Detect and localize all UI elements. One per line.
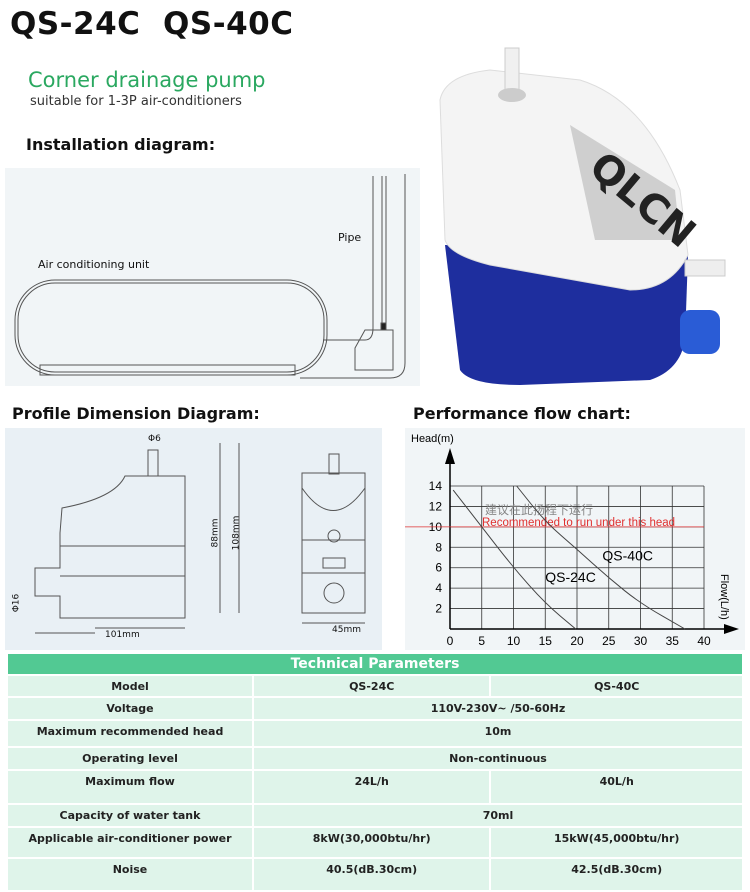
x-tick-label: 0 (447, 634, 454, 648)
y-tick-label: 14 (429, 479, 443, 493)
height-88-label: 88mm (210, 518, 221, 548)
cell-b: 40L/h (489, 771, 742, 803)
cell-label: Applicable air-conditioner power (8, 828, 252, 857)
cell-b: QS-40C (489, 676, 742, 696)
x-tick-label: 35 (666, 634, 680, 648)
cell-label: Voltage (8, 698, 252, 719)
cell-v: 70ml (252, 805, 742, 826)
pipe-label: Pipe (338, 231, 362, 244)
width-101-label: 101mm (105, 630, 140, 640)
width-45-label: 45mm (332, 625, 361, 635)
performance-heading: Performance flow chart: (413, 404, 631, 423)
product-subtitle: Corner drainage pump (28, 68, 266, 92)
cell-b: 15kW(45,000btu/hr) (489, 828, 742, 857)
y-tick-label: 4 (435, 581, 442, 595)
cell-label: Maximum flow (8, 771, 252, 803)
y-axis-arrow (445, 448, 455, 464)
cell-label: Maximum recommended head (8, 721, 252, 746)
y-tick-label: 6 (435, 561, 442, 575)
unit-label: Air conditioning unit (38, 258, 150, 271)
cell-a: 40.5(dB.30cm) (252, 859, 490, 890)
product-photo: QLCN (430, 40, 750, 390)
x-tick-label: 40 (697, 634, 711, 648)
page-title: QS-24C QS-40C (10, 6, 294, 42)
y-tick-label: 12 (429, 499, 443, 513)
x-tick-label: 20 (570, 634, 584, 648)
cell-a: 24L/h (252, 771, 490, 803)
x-tick-label: 15 (539, 634, 553, 648)
reference-label-cn: 建议在此扬程下运行 (485, 502, 593, 517)
x-axis-arrow (724, 624, 739, 634)
cell-a: QS-24C (252, 676, 490, 696)
phi6-label: Φ6 (148, 434, 161, 444)
cell-v: 10m (252, 721, 742, 746)
height-108-label: 108mm (231, 515, 242, 551)
phi16-label: Φ16 (11, 593, 22, 613)
y-tick-label: 8 (435, 540, 442, 554)
y-tick-label: 2 (435, 602, 442, 616)
profile-diagram: Φ6 Φ16 88mm 108mm 101mm 45mm (5, 428, 382, 650)
reference-label-en: Recommended to run under this head (482, 517, 675, 529)
table-title: Technical Parameters (8, 654, 742, 674)
cell-label: Noise (8, 859, 252, 890)
cell-v: 110V-230V~ /50-60Hz (252, 698, 742, 719)
x-tick-label: 10 (507, 634, 521, 648)
x-axis-label: Flow(L/h) (718, 574, 730, 620)
y-axis-label: Head(m) (411, 433, 454, 445)
series-line-qs-40c (516, 485, 686, 630)
series-line-qs-24c (452, 489, 577, 630)
installation-diagram: Pipe Air conditioning unit (5, 168, 420, 386)
cell-label: Model (8, 676, 252, 696)
profile-heading: Profile Dimension Diagram: (12, 404, 260, 423)
product-tagline: suitable for 1-3P air-conditioners (30, 94, 242, 109)
cell-b: 42.5(dB.30cm) (489, 859, 742, 890)
x-tick-label: 30 (634, 634, 648, 648)
cell-a: 8kW(30,000btu/hr) (252, 828, 490, 857)
series-label: QS-24C (545, 569, 596, 585)
installation-heading: Installation diagram: (26, 135, 216, 154)
series-label: QS-40C (602, 548, 653, 564)
x-tick-label: 5 (478, 634, 485, 648)
cell-label: Operating level (8, 748, 252, 769)
x-tick-label: 25 (602, 634, 616, 648)
cell-label: Capacity of water tank (8, 805, 252, 826)
cell-v: Non-continuous (252, 748, 742, 769)
